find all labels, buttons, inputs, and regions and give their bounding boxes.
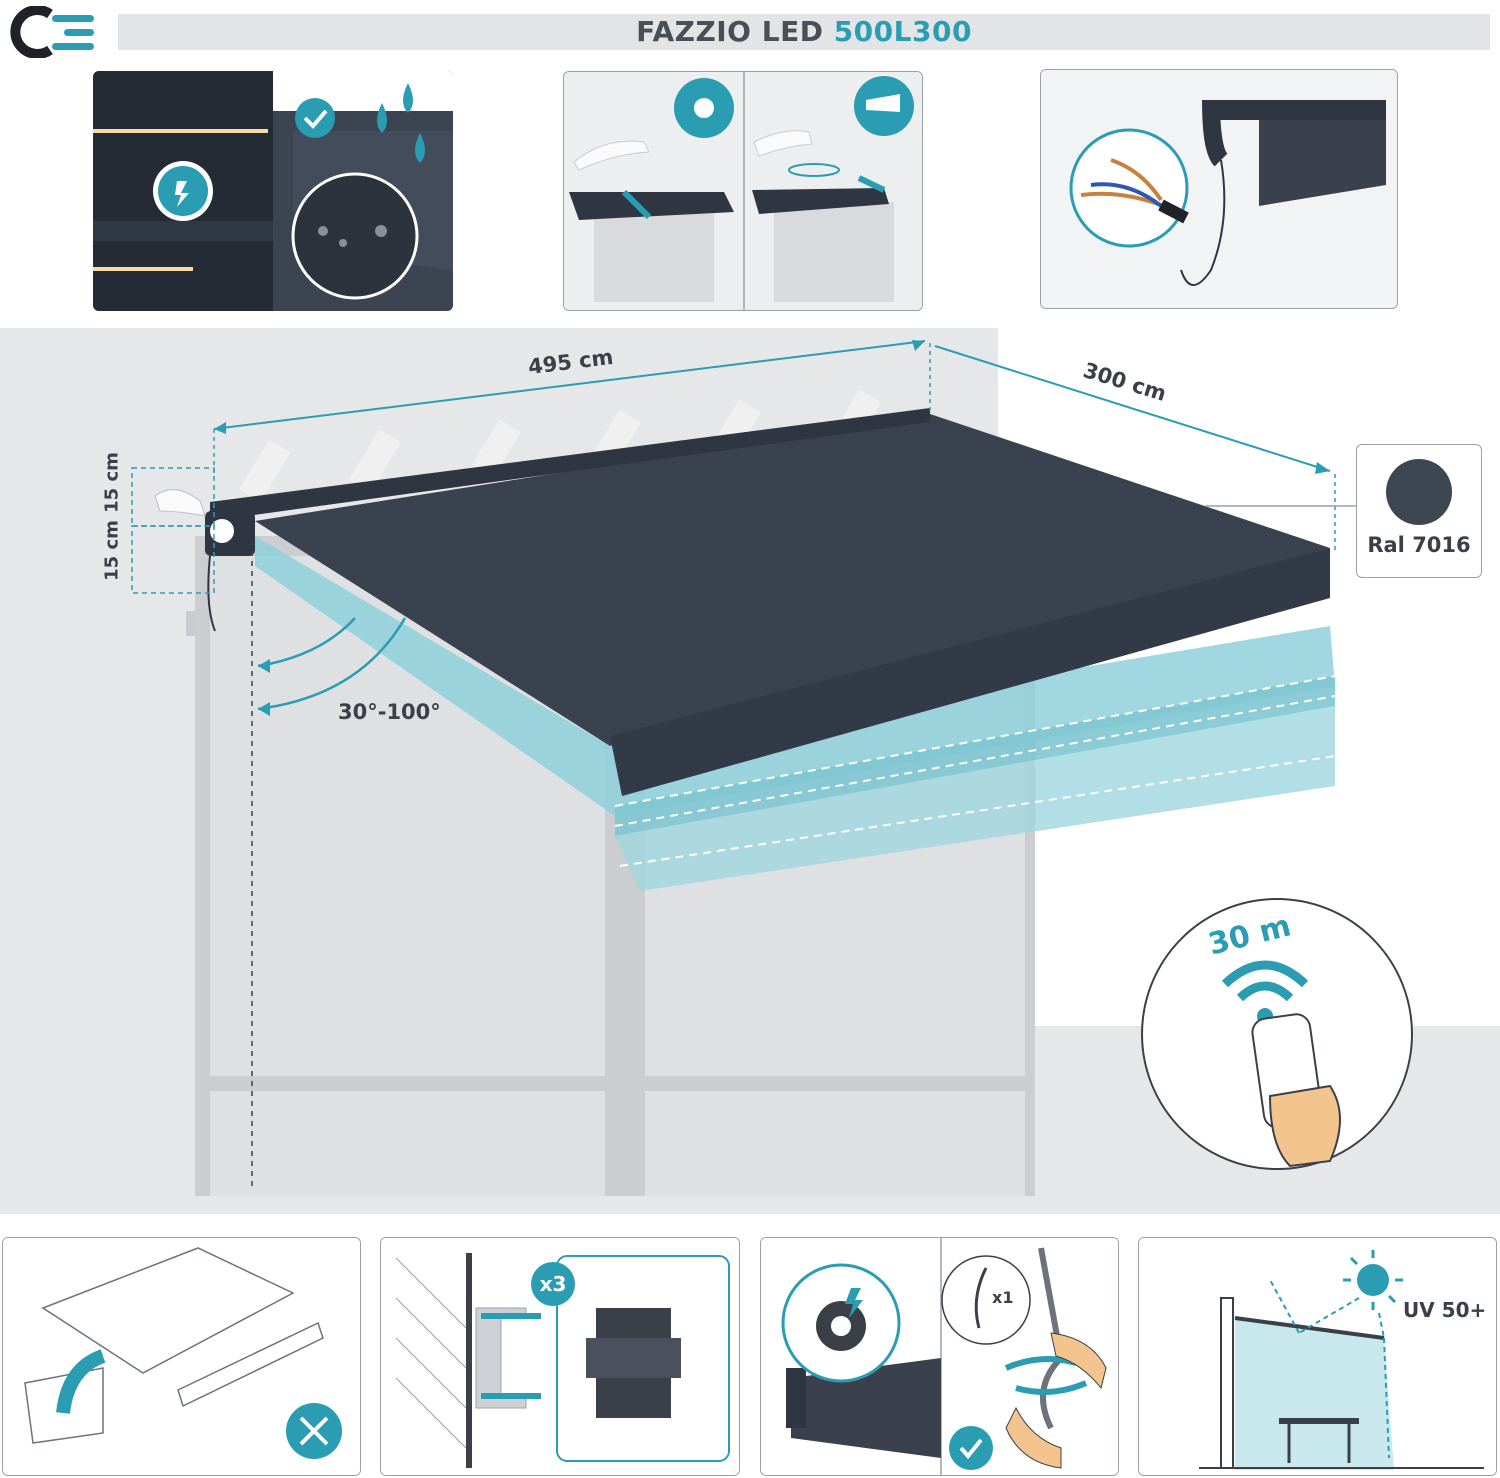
color-label: Ral 7016 [1367, 533, 1471, 557]
bracket-bottom-label: 15 cm [101, 520, 123, 581]
panel-cable [1040, 69, 1398, 309]
main-illustration [0, 326, 1500, 1216]
panel-uv: UV 50+ [1138, 1237, 1497, 1476]
panel-led-waterproof [93, 71, 453, 311]
title-bar [118, 14, 1490, 50]
crank-count: x1 [992, 1288, 1014, 1307]
angle-label: 30°-100° [338, 700, 441, 724]
color-swatch [1386, 459, 1452, 525]
panel-sensors [563, 71, 923, 311]
panel-motor-crank: x1 [760, 1237, 1119, 1476]
page-title: FAZZIO LED 500L300 [118, 12, 1490, 52]
color-swatch-box: Ral 7016 [1356, 444, 1482, 578]
title-model: 500L300 [833, 15, 972, 48]
brackets-count: x3 [539, 1272, 567, 1296]
uv-label: UV 50+ [1403, 1298, 1487, 1322]
panel-installation [2, 1237, 361, 1476]
panel-brackets: x3 [380, 1237, 740, 1476]
brand-logo [4, 5, 96, 59]
title-prefix: FAZZIO LED [636, 15, 834, 48]
